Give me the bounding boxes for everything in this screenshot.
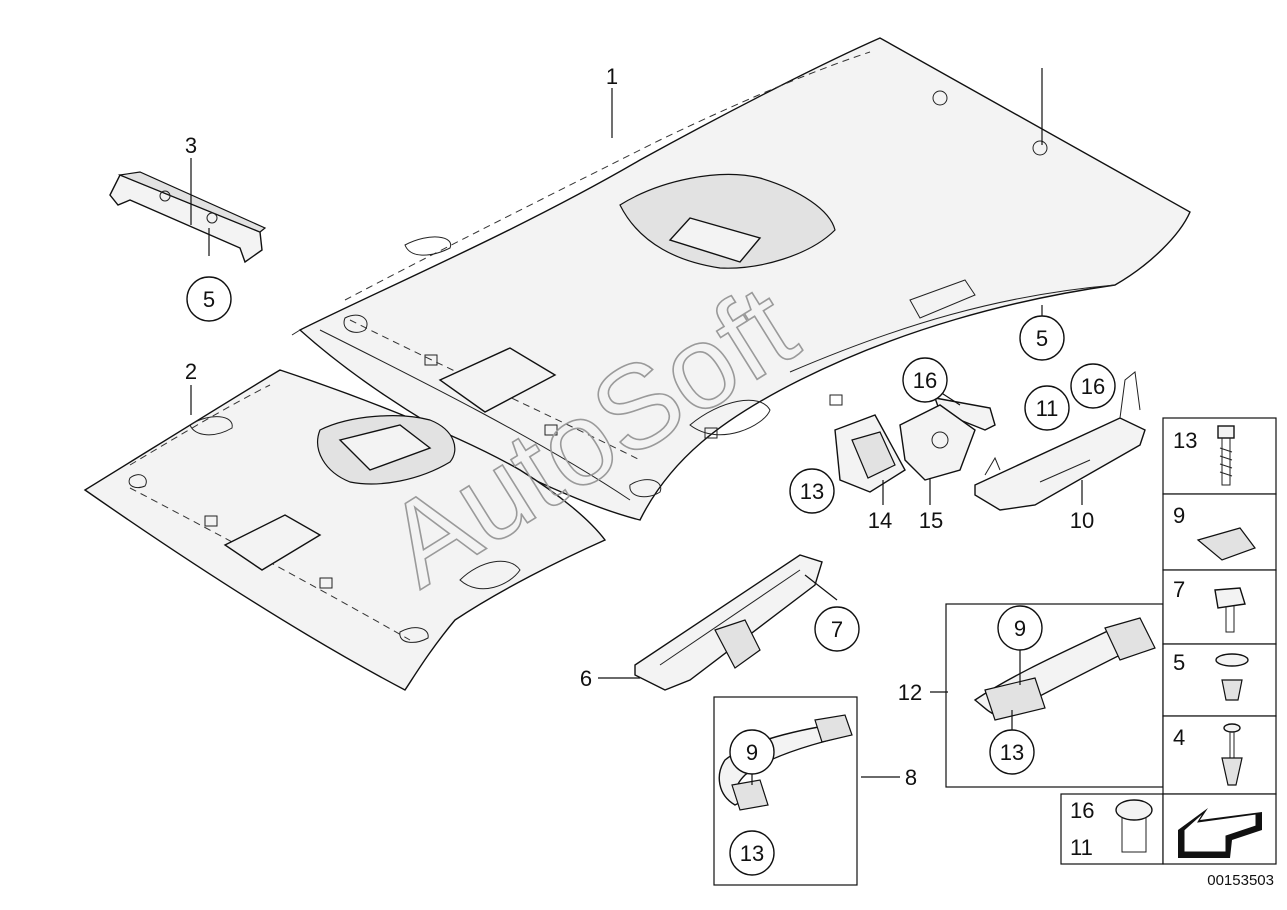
label-part-6: 6 <box>580 666 592 691</box>
bracket-part-3 <box>109 171 267 264</box>
clip-part-15 <box>899 404 976 481</box>
label-part-7: 7 <box>831 617 843 642</box>
label-part-8: 8 <box>905 765 917 790</box>
legend-item-13: 13 <box>1173 428 1197 453</box>
direction-arrow-icon <box>1178 808 1262 858</box>
clip-icon <box>1215 653 1249 701</box>
label-part-11-a: 11 <box>1036 396 1059 421</box>
diagram-code: 00153503 <box>1207 872 1274 889</box>
label-part-14: 14 <box>868 508 892 533</box>
bracket-part-10 <box>974 371 1146 511</box>
headliner-secondary <box>83 369 607 691</box>
legend-panel <box>1060 417 1277 865</box>
label-part-3: 3 <box>185 133 197 158</box>
legend-item-4: 4 <box>1173 725 1185 750</box>
legend-bottom-16: 16 <box>1070 798 1094 823</box>
rivet-icon <box>1214 587 1246 633</box>
label-part-5-right: 5 <box>1036 326 1048 351</box>
leader-lines <box>190 68 1083 785</box>
label-part-9-mid: 9 <box>1014 616 1026 641</box>
label-part-13-small: 13 <box>800 479 824 504</box>
legend-bottom-11: 11 <box>1070 835 1093 860</box>
label-part-15: 15 <box>919 508 943 533</box>
legend-item-5: 5 <box>1173 650 1185 675</box>
legend-item-9: 9 <box>1173 503 1185 528</box>
clip-part-14 <box>834 414 906 493</box>
label-part-13-mid: 13 <box>1000 740 1024 765</box>
label-part-1: 1 <box>606 64 618 89</box>
legend-item-7: 7 <box>1173 577 1185 602</box>
label-part-16-b: 16 <box>1081 374 1105 399</box>
label-part-16-a: 16 <box>913 368 937 393</box>
label-part-12: 12 <box>898 680 922 705</box>
label-part-10: 10 <box>1070 508 1094 533</box>
label-part-13-left: 13 <box>740 841 764 866</box>
callouts <box>186 276 1116 876</box>
bracket-part-6 <box>634 554 823 691</box>
torx-bolt-icon <box>1115 799 1153 853</box>
headliner-main <box>291 37 1191 521</box>
label-part-5-top: 5 <box>203 287 215 312</box>
label-part-9-left: 9 <box>746 740 758 765</box>
pad-icon <box>1196 527 1256 561</box>
expansion-clip-icon <box>1221 723 1243 786</box>
label-part-2: 2 <box>185 359 197 384</box>
screw-icon <box>1217 425 1235 486</box>
grab-handle-part-12 <box>945 603 1164 788</box>
